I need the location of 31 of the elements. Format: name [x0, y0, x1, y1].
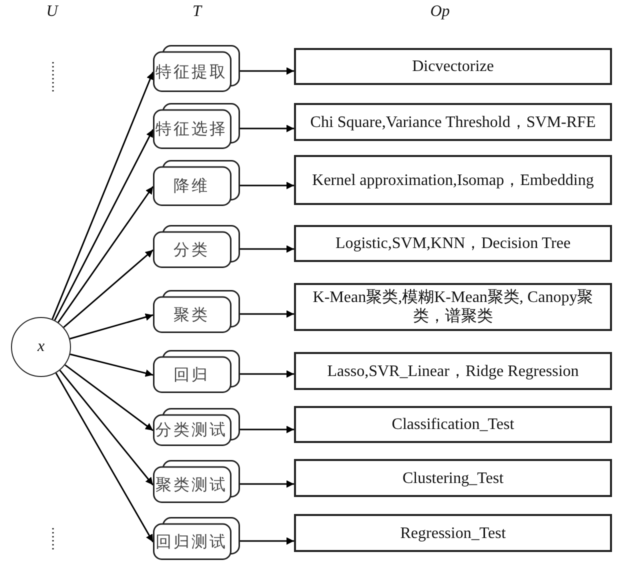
column-header: U — [45, 3, 60, 21]
arrow — [70, 354, 154, 377]
arrow — [240, 480, 294, 488]
column-header: T — [192, 3, 204, 21]
arrow — [70, 313, 154, 340]
arrow — [63, 249, 154, 328]
arrow — [240, 426, 294, 434]
method-box: Dicvectorize — [294, 48, 612, 85]
arrow — [52, 72, 154, 320]
arrow — [240, 124, 294, 132]
arrow — [240, 67, 294, 75]
arrow — [240, 245, 294, 253]
method-box: Chi Square,Variance Threshold，SVM-RFE — [294, 103, 612, 141]
method-box: Kernel approximation,Isomap，Embedding — [294, 155, 612, 205]
arrow — [240, 370, 294, 378]
arrow — [240, 182, 294, 190]
method-box: Clustering_Test — [294, 459, 612, 497]
method-box: Lasso,SVR_Linear，Ridge Regression — [294, 352, 612, 390]
arrow — [54, 129, 154, 321]
method-box: Logistic,SVM,KNN，Decision Tree — [294, 225, 612, 262]
method-box: Classification_Test — [294, 406, 612, 443]
column-header: Op — [429, 3, 451, 21]
arrow — [240, 310, 294, 318]
arrow — [58, 186, 154, 323]
arrow — [64, 364, 154, 432]
arrow — [55, 372, 154, 542]
method-box: K-Mean聚类,模糊K-Mean聚类, Canopy聚类，谱聚类 — [294, 283, 612, 331]
arrow — [59, 370, 154, 486]
method-box: Regression_Test — [294, 514, 612, 552]
arrow — [240, 537, 294, 545]
input-circle: x — [11, 317, 71, 377]
